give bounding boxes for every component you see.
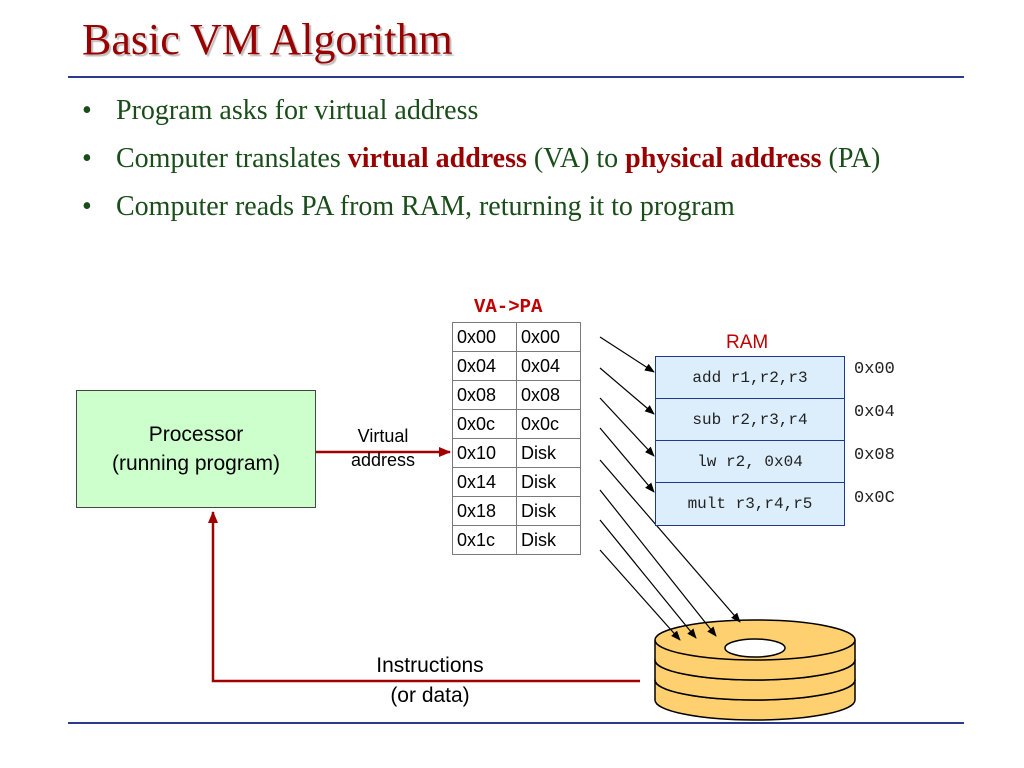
disk-icon	[654, 619, 856, 721]
bullet-text: Computer reads PA from RAM, returning it…	[116, 191, 735, 222]
bullet-item: • Computer reads PA from RAM, returning …	[76, 188, 956, 226]
bottom-rule	[68, 722, 964, 724]
return-data-arrow	[208, 511, 640, 683]
emphasis-physical-address: physical address	[625, 143, 822, 174]
disk-mapping-arrow	[599, 519, 697, 639]
va-cell: 0x0c	[452, 409, 517, 439]
pa-cell: 0x00	[516, 322, 581, 352]
va-cell: 0x10	[452, 438, 517, 468]
va-cell: 0x1c	[452, 525, 517, 555]
ram-address-label: 0x0C	[854, 489, 895, 508]
bullet-list: • Program asks for virtual address • Com…	[76, 92, 956, 236]
va-cell: 0x08	[452, 380, 517, 410]
bullet-dot: •	[82, 191, 92, 222]
mapping-arrow	[599, 397, 655, 457]
bullet-dot: •	[82, 143, 92, 174]
va-cell: 0x18	[452, 496, 517, 526]
processor-sublabel: (running program)	[111, 452, 281, 475]
ram-cell: sub r2,r3,r4	[656, 399, 844, 441]
va-cell: 0x14	[452, 467, 517, 497]
pa-cell: 0x0c	[516, 409, 581, 439]
pa-cell: Disk	[516, 467, 581, 497]
instructions-label: Instructions (or data)	[355, 651, 505, 711]
virtual-address-label: Virtual address	[330, 424, 436, 472]
va-cell: 0x00	[452, 322, 517, 352]
slide-title: Basic VM Algorithm	[82, 15, 453, 64]
virtual-address-line2: address	[350, 450, 416, 470]
pa-cell: Disk	[516, 525, 581, 555]
bullet-text: Computer translates	[116, 143, 348, 174]
disk-mapping-arrow	[599, 489, 717, 637]
va-cell: 0x04	[452, 351, 517, 381]
mapping-arrow	[599, 336, 655, 373]
mapping-arrow	[599, 367, 655, 415]
bullet-item: • Computer translates virtual address (V…	[76, 140, 956, 178]
bullet-text: Program asks for virtual address	[116, 95, 479, 126]
ram-block: add r1,r2,r3 sub r2,r3,r4 lw r2, 0x04 mu…	[655, 356, 845, 526]
ram-cell: add r1,r2,r3	[656, 357, 844, 399]
bullet-dot: •	[82, 95, 92, 126]
pa-cell: Disk	[516, 438, 581, 468]
processor-box: Processor (running program)	[76, 390, 316, 508]
ram-address-label: 0x00	[854, 360, 895, 379]
pa-cell: Disk	[516, 496, 581, 526]
ram-address-label: 0x04	[854, 403, 895, 422]
pa-cell: 0x04	[516, 351, 581, 381]
ram-cell: lw r2, 0x04	[656, 441, 844, 483]
emphasis-virtual-address: virtual address	[347, 143, 527, 174]
disk-mapping-arrow	[599, 459, 741, 623]
instructions-line1: Instructions	[376, 654, 484, 677]
page-table-title: VA->PA	[474, 296, 543, 318]
virtual-address-line1: Virtual	[357, 426, 409, 446]
bullet-text: (VA) to	[526, 143, 626, 174]
ram-cell: mult r3,r4,r5	[687, 495, 813, 513]
mapping-arrow	[599, 427, 655, 493]
ram-address-label: 0x08	[854, 446, 895, 465]
ram-title: RAM	[726, 332, 769, 353]
processor-label: Processor	[148, 423, 244, 446]
bullet-item: • Program asks for virtual address	[76, 92, 956, 130]
disk-mapping-arrow	[599, 549, 681, 641]
top-rule	[68, 76, 964, 78]
bullet-text: (PA)	[821, 143, 881, 174]
pa-cell: 0x08	[516, 380, 581, 410]
instructions-line2: (or data)	[390, 684, 470, 707]
